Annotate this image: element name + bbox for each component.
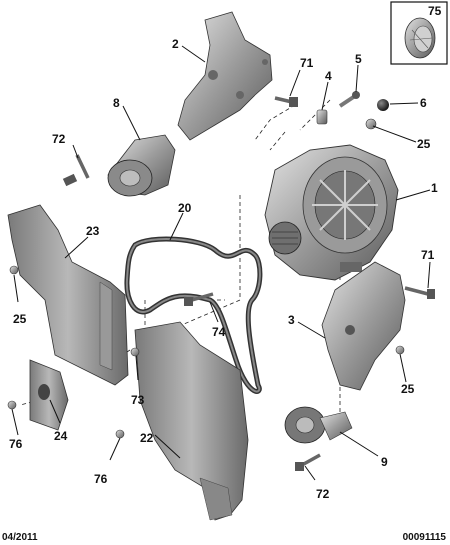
callout-25-upper: 25	[417, 137, 431, 151]
idler-pulley	[284, 406, 353, 444]
heat-shield-23	[7, 204, 129, 386]
leader-lines	[11, 45, 431, 481]
callout-75: 75	[428, 4, 442, 18]
callout-20: 20	[178, 201, 192, 215]
pulley-cap-icon	[404, 17, 436, 59]
bolt-71-upper	[274, 96, 298, 107]
alternator	[264, 144, 399, 281]
cap-6	[377, 99, 389, 111]
bolt-72-upper	[62, 154, 90, 187]
heat-shield-22	[134, 321, 249, 521]
diagram-date: 04/2011	[2, 532, 38, 543]
callout-76-left: 76	[9, 437, 23, 451]
nut-25-left	[9, 265, 19, 275]
callout-71-upper: 71	[300, 56, 314, 70]
bolt-73	[130, 347, 140, 357]
callout-3: 3	[288, 313, 295, 327]
callout-8: 8	[113, 96, 120, 110]
callout-74: 74	[212, 325, 226, 339]
bolt-71-lower	[404, 286, 435, 299]
stud-5	[338, 91, 360, 108]
nut-25-upper	[365, 118, 377, 130]
callout-25-right: 25	[401, 382, 415, 396]
callout-4: 4	[325, 69, 332, 83]
tensioner-assembly	[107, 134, 176, 197]
drive-belt	[124, 236, 263, 394]
bracket-24	[29, 359, 69, 431]
callout-22: 22	[140, 431, 154, 445]
bolt-72-lower	[295, 453, 321, 471]
bolt-74	[184, 292, 214, 306]
callout-24: 24	[54, 429, 68, 443]
callout-9: 9	[381, 455, 388, 469]
callout-5: 5	[355, 52, 362, 66]
callout-72-upper: 72	[52, 132, 66, 146]
callout-2: 2	[172, 37, 179, 51]
callout-labels: 75 2 71 5 4 6 8 72 25 1 20 23 71 25 74 3…	[9, 4, 442, 501]
alternator-bracket	[321, 261, 406, 391]
callout-25-left: 25	[13, 312, 27, 326]
callout-23: 23	[86, 224, 100, 238]
callout-72-lower: 72	[316, 487, 330, 501]
diagram-reference-number: 00091115	[402, 532, 446, 543]
inset-box	[390, 1, 448, 65]
callout-73: 73	[131, 393, 145, 407]
callout-71-lower: 71	[421, 248, 435, 262]
spacer-4	[316, 109, 328, 125]
callout-1: 1	[431, 181, 438, 195]
nut-25-right	[395, 345, 405, 355]
callout-6: 6	[420, 96, 427, 110]
bolt-76-left	[7, 400, 17, 410]
callout-76-lower: 76	[94, 472, 108, 486]
bolt-76-lower	[115, 429, 125, 439]
upper-bracket	[177, 11, 273, 141]
